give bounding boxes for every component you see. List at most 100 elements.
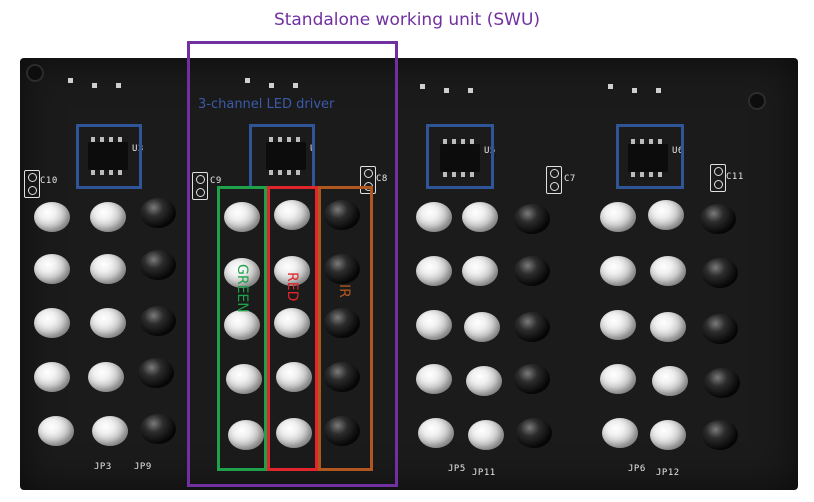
jumper-designator: JP5 bbox=[448, 464, 466, 474]
capacitor-footprint bbox=[24, 170, 40, 198]
led-ir bbox=[324, 362, 360, 392]
led-clear bbox=[464, 312, 500, 342]
capacitor-designator: C9 bbox=[210, 176, 222, 186]
led-clear bbox=[416, 364, 452, 394]
led-ir bbox=[324, 416, 360, 446]
led-ir bbox=[514, 256, 550, 286]
jumper-designator: JP3 bbox=[94, 462, 112, 472]
driver-outline bbox=[426, 124, 494, 189]
led-clear bbox=[648, 200, 684, 230]
pad bbox=[269, 83, 274, 88]
led-red bbox=[274, 200, 310, 230]
pcb-board: U3 U U5 U6 C10 C9 C8 C7 C11 bbox=[20, 58, 798, 490]
led-clear bbox=[600, 202, 636, 232]
led-clear bbox=[600, 256, 636, 286]
jumper-designator: JP6 bbox=[628, 464, 646, 474]
led-green bbox=[224, 202, 260, 232]
led-clear bbox=[468, 420, 504, 450]
pad bbox=[420, 84, 425, 89]
led-clear bbox=[418, 418, 454, 448]
chip-designator: U5 bbox=[484, 146, 496, 156]
led-ir bbox=[140, 306, 176, 336]
led-clear bbox=[462, 256, 498, 286]
capacitor-designator: C7 bbox=[564, 174, 576, 184]
led-red bbox=[276, 418, 312, 448]
driver-outline bbox=[616, 124, 684, 189]
led-ir bbox=[140, 198, 176, 228]
led-green bbox=[224, 310, 260, 340]
led-clear bbox=[34, 202, 70, 232]
mounting-hole bbox=[26, 64, 44, 82]
capacitor-footprint bbox=[546, 166, 562, 194]
pad bbox=[444, 88, 449, 93]
ir-channel-outline bbox=[318, 186, 373, 471]
driver-chip-u3 bbox=[88, 137, 128, 175]
led-clear bbox=[90, 202, 126, 232]
pad bbox=[632, 88, 637, 93]
led-ir bbox=[324, 200, 360, 230]
led-ir bbox=[514, 312, 550, 342]
led-ir bbox=[140, 414, 176, 444]
chip-designator: U6 bbox=[672, 146, 684, 156]
led-ir bbox=[702, 420, 738, 450]
led-ir bbox=[324, 254, 360, 284]
led-ir bbox=[138, 358, 174, 388]
led-ir bbox=[516, 418, 552, 448]
led-clear bbox=[652, 366, 688, 396]
capacitor-designator: C11 bbox=[726, 172, 744, 182]
red-channel-outline bbox=[267, 186, 318, 471]
led-clear bbox=[650, 420, 686, 450]
pad bbox=[608, 84, 613, 89]
led-clear bbox=[34, 254, 70, 284]
led-ir bbox=[514, 204, 550, 234]
led-ir bbox=[324, 308, 360, 338]
led-ir bbox=[140, 250, 176, 280]
chip-designator: U3 bbox=[132, 144, 144, 154]
jumper-designator: JP12 bbox=[656, 468, 680, 478]
led-ir bbox=[514, 364, 550, 394]
led-clear bbox=[416, 310, 452, 340]
led-clear bbox=[90, 254, 126, 284]
led-red bbox=[274, 308, 310, 338]
led-green bbox=[228, 420, 264, 450]
caption: Standalone working unit (SWU) bbox=[273, 10, 541, 30]
led-clear bbox=[38, 416, 74, 446]
pad bbox=[68, 78, 73, 83]
led-green bbox=[226, 364, 262, 394]
jumper-designator: JP9 bbox=[134, 462, 152, 472]
led-ir bbox=[702, 314, 738, 344]
led-clear bbox=[90, 308, 126, 338]
led-clear bbox=[416, 202, 452, 232]
pad bbox=[92, 83, 97, 88]
jumper-designator: JP11 bbox=[472, 468, 496, 478]
red-channel-label: RED bbox=[284, 272, 300, 302]
green-channel-outline bbox=[217, 186, 267, 471]
led-ir bbox=[704, 368, 740, 398]
driver-outline bbox=[249, 124, 315, 189]
pad bbox=[656, 88, 661, 93]
led-green bbox=[224, 258, 260, 288]
led-clear bbox=[88, 362, 124, 392]
capacitor-footprint bbox=[710, 164, 726, 192]
led-clear bbox=[600, 310, 636, 340]
capacitor-footprint bbox=[192, 172, 208, 200]
led-clear bbox=[462, 202, 498, 232]
ir-channel-label: IR bbox=[336, 284, 352, 298]
driver-chip-swu bbox=[266, 137, 306, 175]
pad bbox=[293, 83, 298, 88]
driver-label: 3-channel LED driver bbox=[198, 97, 335, 112]
led-red bbox=[274, 256, 310, 286]
led-red bbox=[276, 362, 312, 392]
led-clear bbox=[650, 312, 686, 342]
led-clear bbox=[416, 256, 452, 286]
led-clear bbox=[92, 416, 128, 446]
green-channel-label: GREEN bbox=[234, 264, 250, 313]
led-clear bbox=[602, 418, 638, 448]
led-clear bbox=[600, 364, 636, 394]
capacitor-designator: C8 bbox=[376, 174, 388, 184]
capacitor-designator: C10 bbox=[40, 176, 58, 186]
led-clear bbox=[650, 256, 686, 286]
driver-chip-u6 bbox=[628, 139, 668, 177]
led-clear bbox=[34, 308, 70, 338]
mounting-hole bbox=[748, 92, 766, 110]
